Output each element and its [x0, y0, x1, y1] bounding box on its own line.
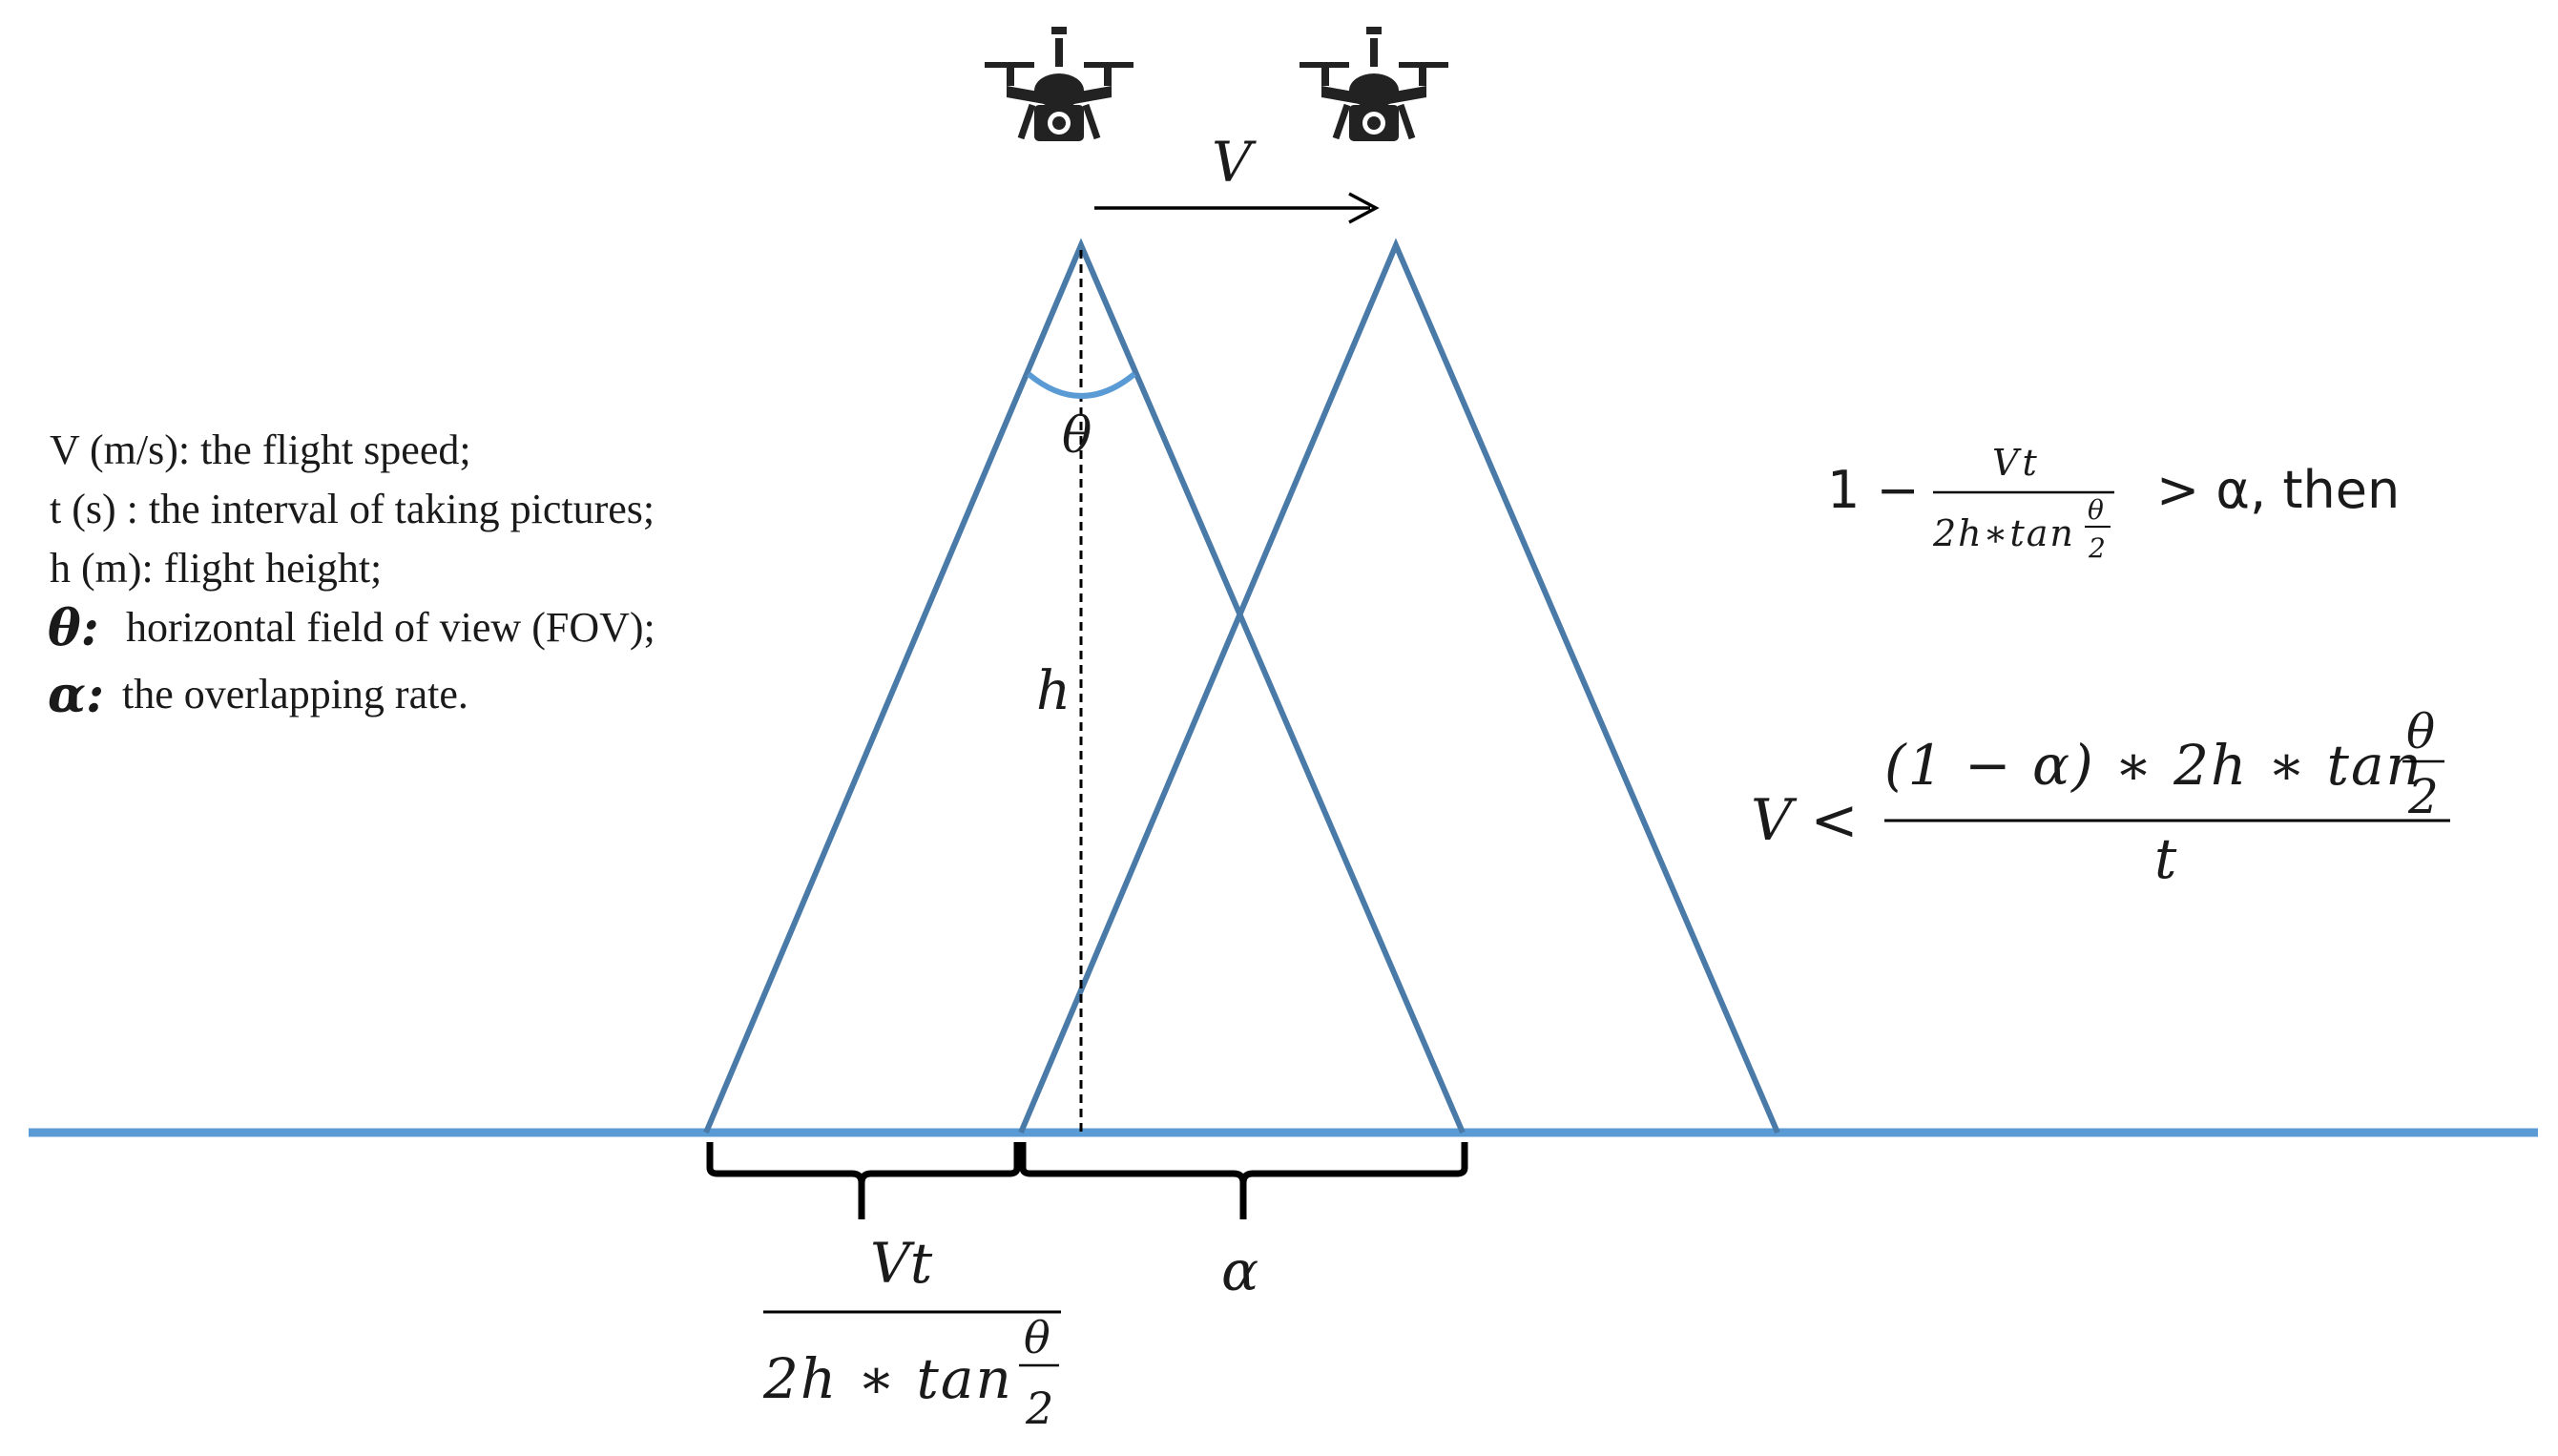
formula1-numerator: Vt	[1992, 442, 2041, 484]
overlap-label: α	[1221, 1238, 1258, 1303]
formula1-one: 1 −	[1827, 460, 1920, 520]
legend-theta-text: horizontal field of view (FOV);	[126, 604, 655, 651]
legend-speed: V (m/s): the flight speed;	[50, 426, 471, 473]
formula2-two: 2	[2407, 769, 2439, 824]
drone-camera-icon	[1300, 27, 1448, 141]
fov-angle-arc	[1027, 371, 1136, 399]
formula2-denominator: t	[2154, 826, 2177, 891]
formula2-lhs: V <	[1751, 787, 1859, 854]
legend-theta-symbol: θ:	[48, 599, 99, 657]
formula2-numerator: (1 − α) ∗ 2h ∗ tan	[1884, 733, 2423, 798]
overlap-brace	[1019, 1142, 1468, 1219]
velocity-arrowhead	[1348, 192, 1380, 224]
velocity-label: V	[1212, 130, 1257, 195]
formula1-denominator: 2h∗tan	[1932, 512, 2075, 554]
theta-label: θ	[1062, 407, 1092, 465]
right-footprint-triangle	[1018, 238, 1780, 1134]
bottom-fraction-theta: θ	[1024, 1312, 1050, 1363]
drone-camera-icon	[985, 27, 1133, 141]
legend-alpha-text: the overlapping rate.	[122, 671, 468, 718]
height-label: h	[1036, 660, 1071, 722]
formula1-rhs: > α, then	[2156, 460, 2400, 520]
formula1-theta: θ	[2088, 494, 2104, 526]
legend-alpha-symbol: α:	[48, 666, 104, 724]
bottom-fraction-two: 2	[1025, 1383, 1053, 1434]
shift-brace	[706, 1142, 1021, 1219]
legend-interval: t (s) : the interval of taking pictures;	[50, 486, 655, 532]
left-footprint-triangle	[703, 238, 1466, 1134]
bottom-fraction-numerator: Vt	[870, 1231, 933, 1296]
bottom-fraction-denominator: 2h ∗ tan	[762, 1346, 1013, 1411]
legend-height: h (m): flight height;	[50, 545, 382, 592]
formula2-theta: θ	[2406, 704, 2435, 759]
formula1-two: 2	[2088, 532, 2106, 564]
